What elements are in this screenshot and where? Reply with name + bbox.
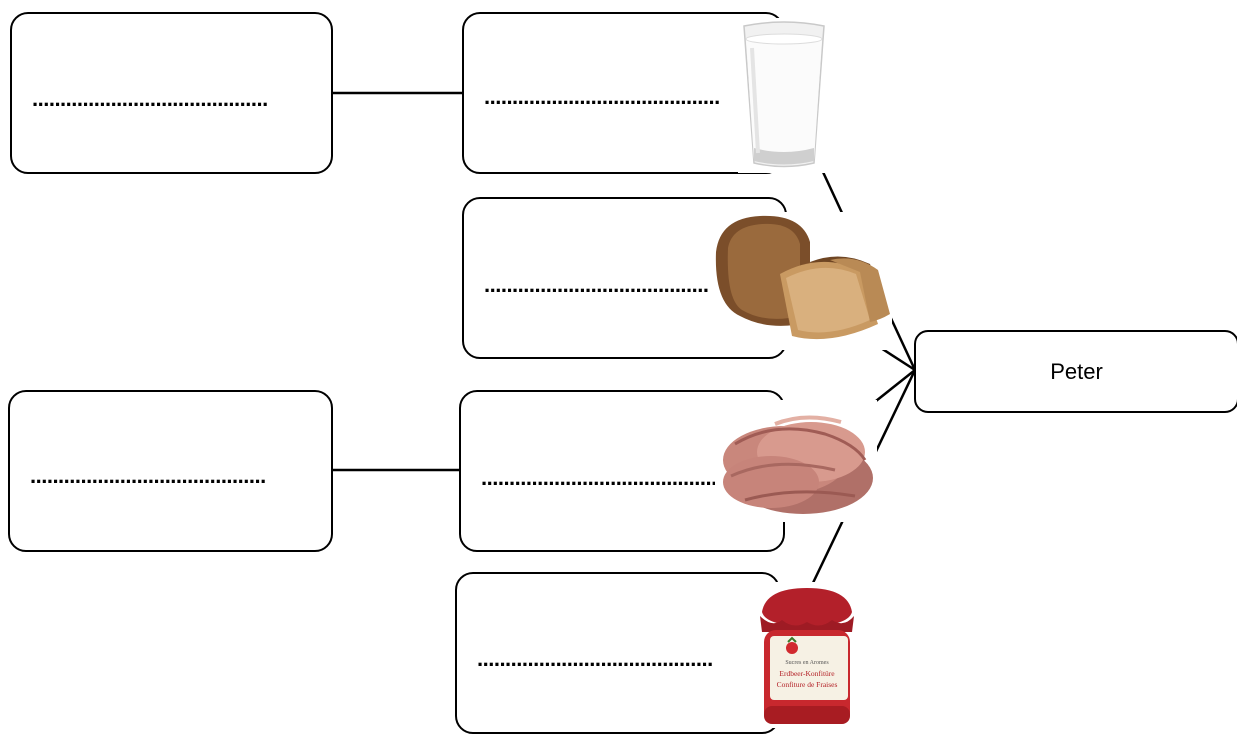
bread-loaf-image	[710, 212, 892, 350]
blank-box-jam[interactable]: ........................................…	[455, 572, 780, 734]
blank-dots: ........................................…	[30, 465, 266, 487]
peter-label: Peter	[1050, 358, 1103, 384]
blank-dots: ........................................…	[484, 86, 720, 108]
jam-label-line3: Confiture de Fraises	[777, 680, 838, 689]
blank-box-left-middle[interactable]: ........................................…	[8, 390, 333, 552]
blank-dots: ........................................…	[477, 648, 713, 670]
strawberry-jam-jar-image: Sucres en Aromes Erdbeer-Konfitüre Confi…	[752, 582, 862, 728]
blank-dots: ........................................…	[481, 467, 717, 489]
blank-dots: ........................................…	[32, 88, 268, 110]
milk-glass-image	[738, 18, 830, 173]
blank-box-ham[interactable]: ........................................…	[459, 390, 785, 552]
blank-dots: ........................................…	[484, 274, 720, 296]
peter-box: Peter	[914, 330, 1237, 413]
sliced-ham-image	[715, 400, 877, 522]
blank-box-left-top[interactable]: ........................................…	[10, 12, 333, 174]
jam-label-line2: Erdbeer-Konfitüre	[779, 669, 835, 678]
blank-box-milk[interactable]: ........................................…	[462, 12, 784, 174]
jam-label-line1: Sucres en Aromes	[785, 660, 829, 666]
